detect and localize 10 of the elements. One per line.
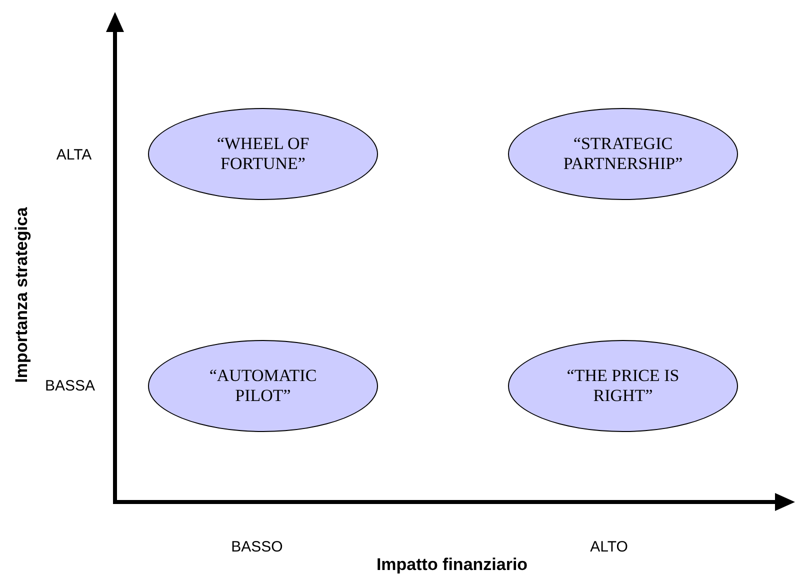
axis-title: Impatto finanziario [376,555,528,575]
axis-tick-label: ALTO [590,538,628,556]
quadrant-label: “THE PRICE IS RIGHT” [566,366,680,406]
quadrant-label: “WHEEL OF FORTUNE” [216,134,310,174]
axis-title: Importanza strategica [12,207,32,383]
axis-tick-label: ALTA [56,146,92,164]
quadrant-label: “AUTOMATIC PILOT” [208,366,318,406]
quadrant-label: “STRATEGIC PARTNERSHIP” [562,134,684,174]
axis-tick-label: BASSA [44,378,96,394]
axis-tick-label: BASSO [231,538,283,556]
